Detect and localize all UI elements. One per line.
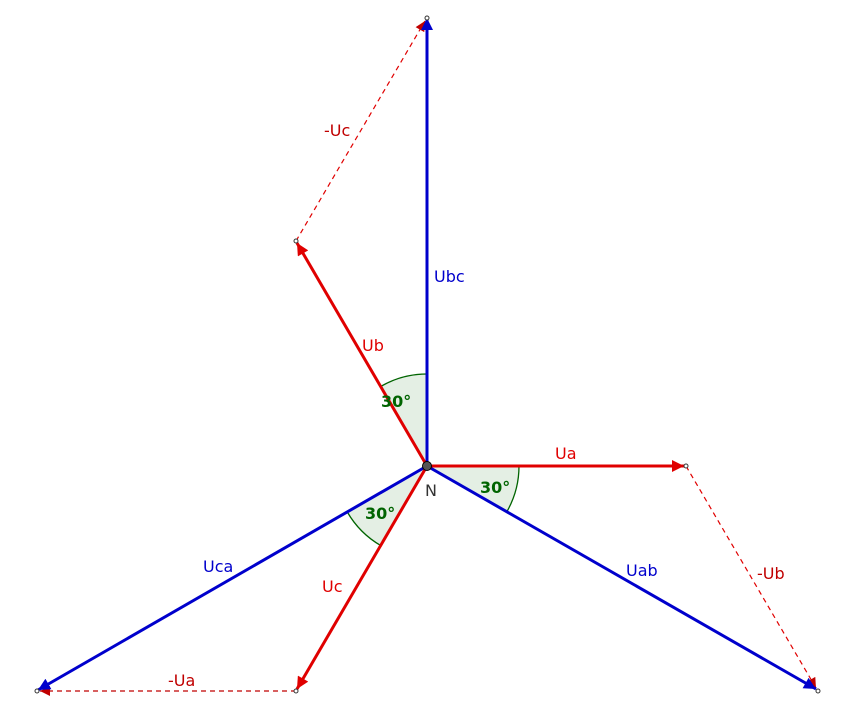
angle-label-ubc-ub: 30° <box>381 392 411 411</box>
label-uab: Uab <box>626 561 658 580</box>
vector-uca <box>37 464 428 692</box>
angle-label-uca-uc: 30° <box>365 504 395 523</box>
label-neutral: N <box>425 481 437 500</box>
label-uc: Uc <box>322 577 343 596</box>
vector-ub <box>295 242 429 467</box>
vector-uab <box>426 464 817 691</box>
label-minus-ua: -Ua <box>168 671 195 690</box>
neutral-point <box>422 461 432 471</box>
label-minus-uc: -Uc <box>324 121 350 140</box>
angle-sector-ubc-ub <box>381 373 427 466</box>
vector-uc <box>295 465 429 690</box>
label-uca: Uca <box>203 557 233 576</box>
angle-label-ua-uab: 30° <box>480 478 510 497</box>
vector-minus-uc <box>295 20 426 242</box>
label-minus-ub: -Ub <box>757 564 785 583</box>
label-ubc: Ubc <box>434 267 465 286</box>
label-ub: Ub <box>362 336 384 355</box>
label-ua: Ua <box>555 444 577 463</box>
angle-sector-uca-uc <box>347 466 427 546</box>
vector-minus-ub <box>685 465 817 689</box>
